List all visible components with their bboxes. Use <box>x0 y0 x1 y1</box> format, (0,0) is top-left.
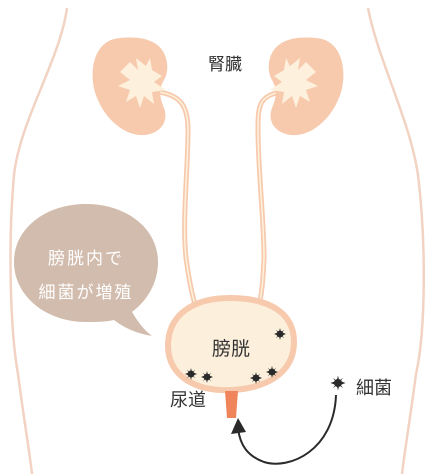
body-outline-right <box>368 8 424 474</box>
bladder-label: 膀胱 <box>212 340 250 359</box>
bubble-line-2: 細菌が増殖 <box>20 285 152 302</box>
urethra <box>225 391 238 418</box>
bacteria-label: 細菌 <box>356 380 392 398</box>
spiky-dot-icon <box>331 376 346 391</box>
urethra-label: 尿道 <box>170 392 206 410</box>
kidney-right <box>269 38 344 136</box>
kidney-label: 腎臓 <box>208 57 242 74</box>
speech-bubble-text: 膀胱内で 細菌が増殖 <box>20 251 152 302</box>
kidney-left <box>93 38 168 136</box>
bubble-line-1: 膀胱内で <box>20 251 152 268</box>
ureter-left <box>158 92 196 308</box>
curved-arrow-icon <box>231 395 336 464</box>
